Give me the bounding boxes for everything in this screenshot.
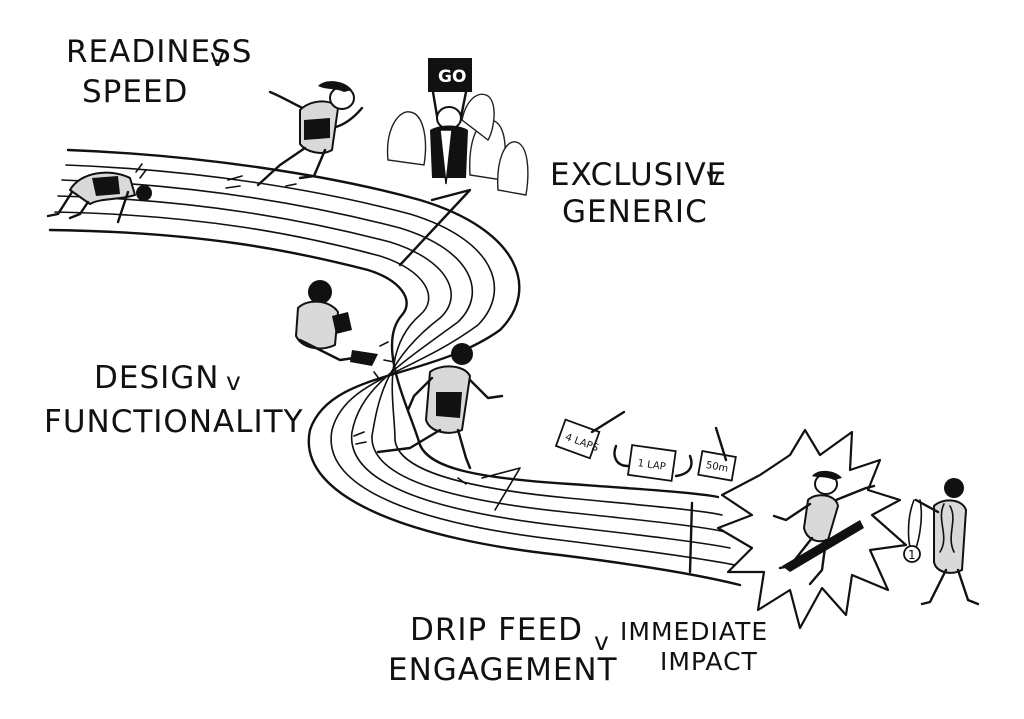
crowd: [386, 93, 529, 196]
labels: READINESS v SPEED EXCLUSIVE v GENERIC DE…: [44, 34, 768, 688]
label-engagement: ENGAGEMENT: [388, 652, 618, 688]
label-generic: GENERIC: [562, 194, 708, 230]
medal-number: 1: [908, 548, 916, 562]
card-50m-text: 50m: [705, 460, 729, 475]
label-immediate: IMMEDIATE: [620, 617, 768, 646]
label-functionality: FUNCTIONALITY: [44, 404, 304, 440]
label-drip-feed: DRIP FEED: [410, 612, 583, 648]
go-sign-text: GO: [438, 67, 466, 87]
label-design-v: v: [226, 367, 242, 396]
running-track: [48, 148, 742, 587]
label-impact: IMPACT: [660, 647, 758, 676]
runner-crouching-start: [46, 163, 152, 224]
label-readiness-v: v: [210, 43, 226, 72]
runner-sprinting-top: [225, 81, 364, 189]
finish-burst: [716, 428, 908, 630]
runner-running-middle: [353, 343, 504, 485]
medal-presenter: 1: [903, 478, 980, 606]
card-lap-text: 1 LAP: [637, 458, 666, 473]
label-engagement-v: v: [594, 627, 610, 656]
lap-cards: 4 LAPS 1 LAP 50m: [554, 410, 737, 482]
label-readiness: READINESS: [66, 34, 252, 70]
runner-tying-shoe: [295, 280, 395, 381]
label-speed: SPEED: [82, 74, 188, 110]
label-exclusive-v: v: [706, 162, 722, 191]
label-exclusive: EXCLUSIVE: [550, 157, 727, 193]
starter-with-go-sign: GO: [428, 58, 472, 185]
label-design: DESIGN: [94, 360, 220, 396]
go-sign: [428, 58, 472, 92]
